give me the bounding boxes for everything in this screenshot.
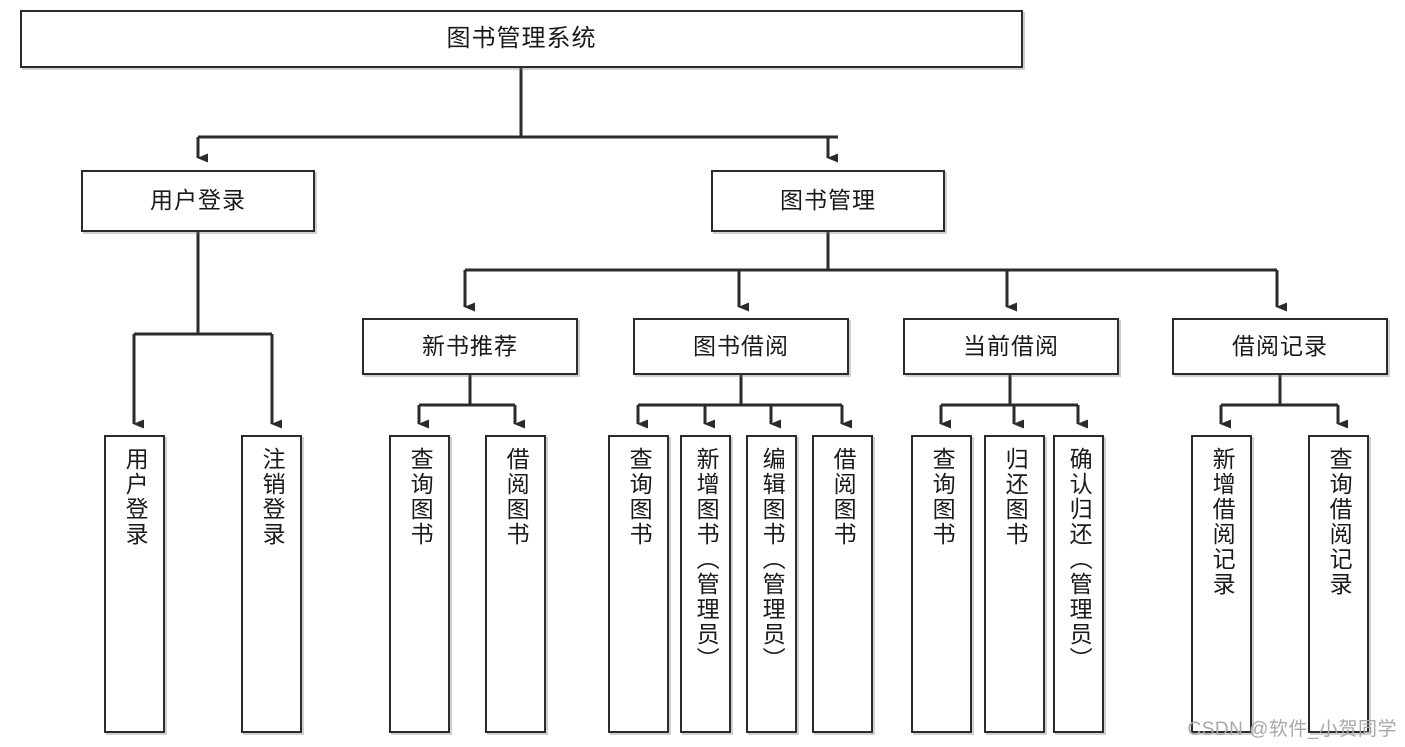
node-user-login[interactable]: 用户登录: [81, 170, 315, 232]
node-leaf-query-record-label: 查询借阅记录: [1326, 447, 1353, 597]
node-book-manage[interactable]: 图书管理: [711, 170, 945, 232]
node-leaf-return-book-label: 归还图书: [1002, 447, 1029, 547]
node-leaf-user-login-label: 用户登录: [122, 447, 149, 547]
node-borrow-record[interactable]: 借阅记录: [1172, 318, 1388, 375]
node-leaf-add-record[interactable]: 新增借阅记录: [1191, 435, 1252, 733]
node-leaf-edit-book-label: 编辑图书（管理员）: [759, 447, 786, 672]
node-leaf-borrow-book-2-label: 借阅图书: [830, 447, 857, 547]
node-leaf-borrow-book-1-label: 借阅图书: [503, 447, 530, 547]
node-leaf-add-book[interactable]: 新增图书（管理员）: [680, 435, 731, 733]
node-book-manage-label: 图书管理: [780, 187, 876, 214]
node-leaf-query-record[interactable]: 查询借阅记录: [1308, 435, 1369, 733]
node-leaf-user-login[interactable]: 用户登录: [104, 435, 165, 733]
node-leaf-logout[interactable]: 注销登录: [241, 435, 302, 733]
node-leaf-edit-book[interactable]: 编辑图书（管理员）: [746, 435, 797, 733]
node-book-borrow[interactable]: 图书借阅: [633, 318, 849, 375]
node-root-label: 图书管理系统: [446, 24, 597, 52]
node-root[interactable]: 图书管理系统: [20, 10, 1023, 68]
node-leaf-confirm-return[interactable]: 确认归还（管理员）: [1053, 435, 1104, 733]
node-book-borrow-label: 图书借阅: [693, 332, 789, 359]
node-current-borrow-label: 当前借阅: [963, 332, 1059, 359]
node-leaf-query-book-1-label: 查询图书: [407, 447, 434, 547]
node-leaf-query-book-3-label: 查询图书: [929, 447, 956, 547]
node-leaf-query-book-3[interactable]: 查询图书: [911, 435, 972, 733]
node-leaf-confirm-return-label: 确认归还（管理员）: [1066, 447, 1093, 672]
node-leaf-borrow-book-2[interactable]: 借阅图书: [812, 435, 873, 733]
node-leaf-borrow-book-1[interactable]: 借阅图书: [485, 435, 546, 733]
node-leaf-query-book-2[interactable]: 查询图书: [608, 435, 669, 733]
node-leaf-return-book[interactable]: 归还图书: [984, 435, 1045, 733]
node-leaf-add-book-label: 新增图书（管理员）: [693, 447, 720, 672]
node-user-login-label: 用户登录: [150, 187, 246, 214]
node-leaf-query-book-1[interactable]: 查询图书: [389, 435, 450, 733]
node-new-book-rec-label: 新书推荐: [422, 332, 518, 359]
node-borrow-record-label: 借阅记录: [1232, 332, 1328, 359]
node-leaf-query-book-2-label: 查询图书: [626, 447, 653, 547]
node-leaf-logout-label: 注销登录: [259, 447, 286, 547]
node-new-book-rec[interactable]: 新书推荐: [362, 318, 578, 375]
node-current-borrow[interactable]: 当前借阅: [903, 318, 1119, 375]
watermark-text: CSDN @软件_小贺同学: [1187, 719, 1397, 740]
node-leaf-add-record-label: 新增借阅记录: [1209, 447, 1236, 597]
